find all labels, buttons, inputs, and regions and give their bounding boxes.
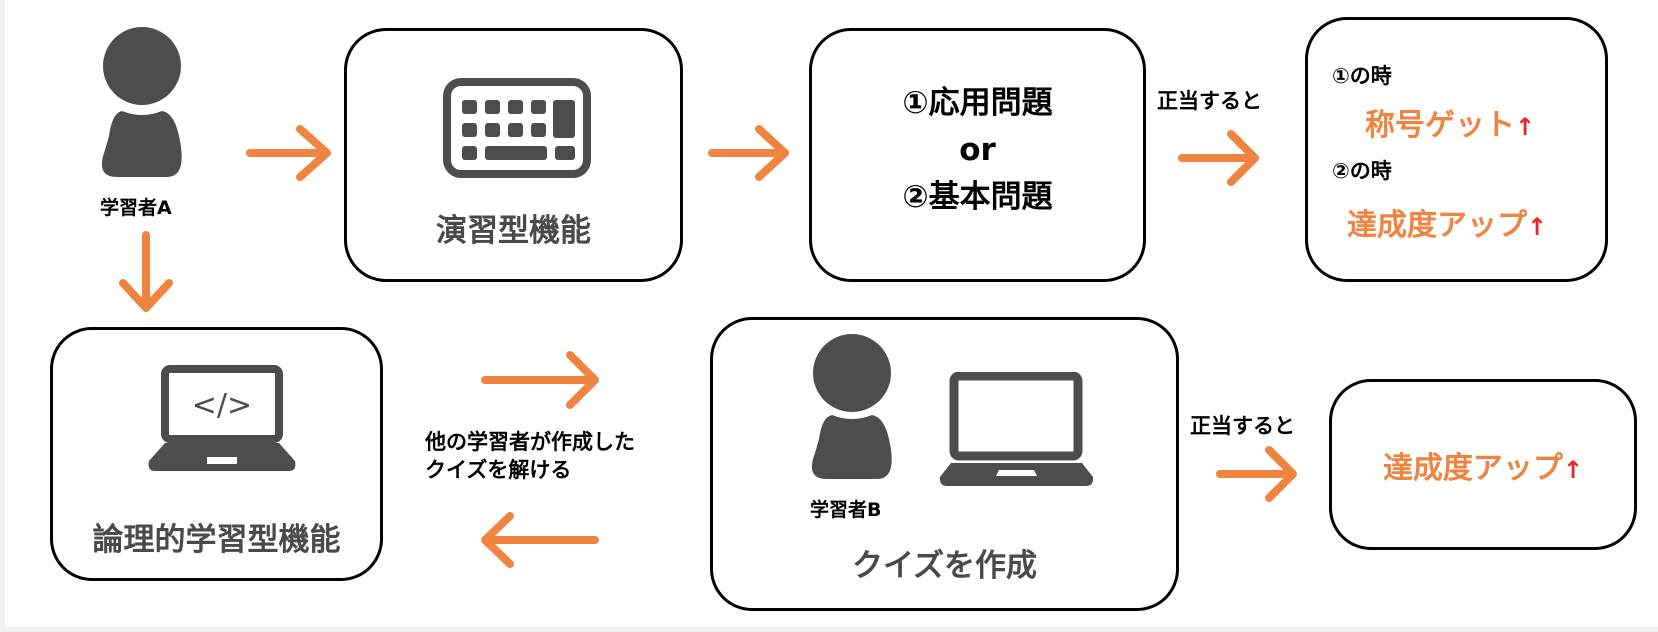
arrow-right-to-practice <box>246 125 331 181</box>
achievement-up-text: 達成度アップ <box>1382 451 1563 486</box>
learner-b-person-icon <box>811 334 892 479</box>
exchange-description: 他の学習者が作成した クイズを解ける <box>425 428 635 484</box>
case1-result: 称号ゲット↑ <box>1365 100 1535 144</box>
up-arrow-icon: ↑ <box>1562 456 1584 484</box>
exchange-line-1: 他の学習者が作成した <box>425 430 635 454</box>
learner-a-label: 学習者A <box>100 197 172 219</box>
case2-label: ②の時 <box>1332 159 1392 183</box>
case1-label: ①の時 <box>1332 64 1392 88</box>
arrow-right-to-quiz <box>481 351 599 409</box>
bottom-condition-label: 正当すると <box>1190 414 1295 438</box>
diagram-canvas: 学習者A 演習型機能 ①応用問題 or <box>5 0 1658 627</box>
bottom-result-box <box>1329 379 1637 550</box>
up-arrow-icon: ↑ <box>1515 113 1536 141</box>
top-result-box <box>1305 17 1608 282</box>
learner-a-person-icon <box>101 27 182 177</box>
title-get-text: 称号ゲット <box>1365 108 1515 143</box>
quiz-creation-box <box>710 317 1179 611</box>
laptop-icon <box>939 372 1094 486</box>
arrow-left-to-logic <box>481 512 599 568</box>
top-condition-label: 正当すると <box>1157 89 1262 113</box>
learner-b-label: 学習者B <box>810 499 882 521</box>
question-options: ①応用問題 or ②基本問題 <box>809 80 1146 221</box>
svg-text:</>: </> <box>192 388 252 423</box>
basic-question-option: ②基本問題 <box>902 179 1053 215</box>
bottom-result: 達成度アップ↑ <box>1329 443 1637 487</box>
laptop-code-icon: </> <box>148 365 296 471</box>
keyboard-icon <box>443 78 591 178</box>
achievement-up-text: 達成度アップ <box>1347 208 1527 243</box>
advanced-question-option: ①応用問題 <box>902 85 1053 121</box>
practice-function-title: 演習型機能 <box>436 213 591 249</box>
logic-learning-title: 論理的学習型機能 <box>92 522 341 558</box>
exchange-line-2: クイズを解ける <box>425 458 572 482</box>
quiz-creation-title: クイズを作成 <box>851 548 1038 584</box>
question-type-box <box>809 28 1146 282</box>
case2-result: 達成度アップ↑ <box>1347 200 1547 244</box>
up-arrow-icon: ↑ <box>1527 213 1548 241</box>
arrow-right-to-bottom-result <box>1216 446 1297 502</box>
arrow-down-to-logic <box>119 231 173 312</box>
arrow-right-to-top-result <box>1178 130 1259 186</box>
arrow-right-to-questions <box>708 125 789 181</box>
or-separator: or <box>959 132 996 168</box>
